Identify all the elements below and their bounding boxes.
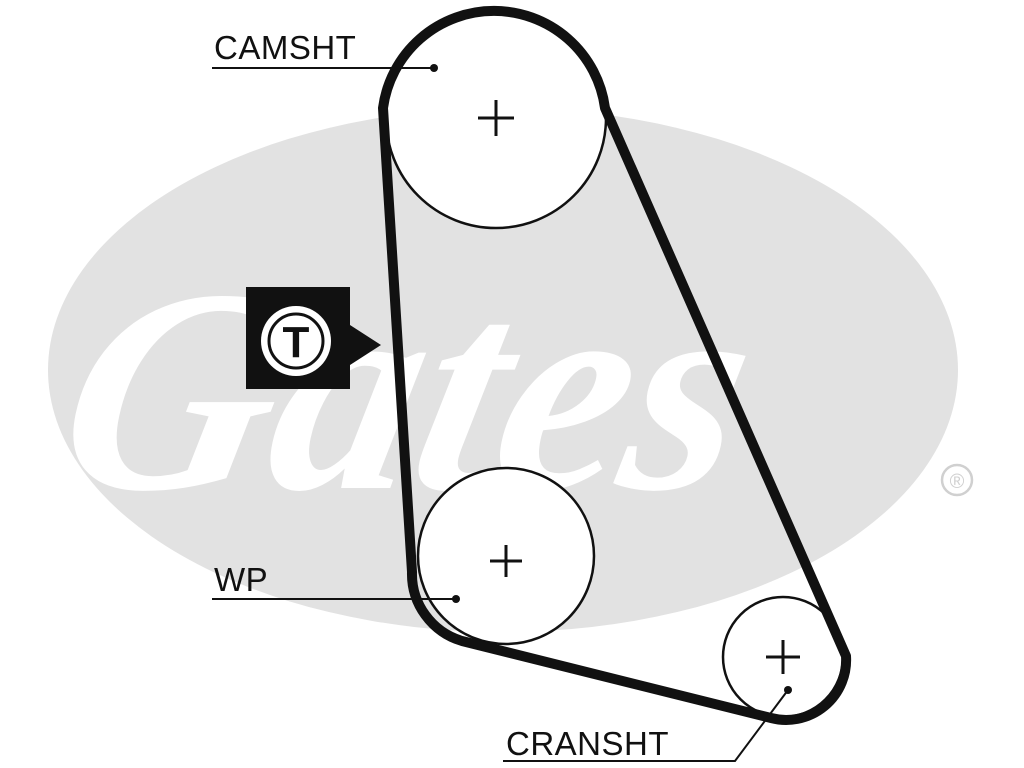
- timing-belt: [378, 6, 852, 725]
- pulleys: [384, 6, 845, 719]
- water-pump-label: WP: [214, 561, 268, 598]
- water-pump-center-cross-icon: [490, 545, 522, 577]
- gates-watermark: Gates ®: [37, 108, 974, 632]
- crankshaft-label: CRANSHT: [506, 725, 669, 762]
- crankshaft-leader-dot: [784, 686, 792, 694]
- leader-lines: [212, 67, 789, 762]
- camshaft-leader-dot: [430, 64, 438, 72]
- tension-marker-letter: T: [283, 318, 310, 367]
- crankshaft-center-cross-icon: [766, 640, 800, 674]
- camshaft-label: CAMSHT: [214, 29, 356, 66]
- leader-dots: [430, 64, 792, 694]
- water-pump-leader-dot: [452, 595, 460, 603]
- tension-marker-circle: [261, 306, 331, 376]
- tension-marker: T: [246, 287, 381, 389]
- camshaft-center-cross-icon: [478, 100, 514, 136]
- registered-mark-icon: ®: [940, 463, 974, 497]
- registered-mark-text: ®: [950, 471, 965, 493]
- crankshaft-leader-line: [503, 689, 789, 762]
- watermark-ellipse: [48, 108, 958, 632]
- water-pump-pulley: [416, 466, 596, 646]
